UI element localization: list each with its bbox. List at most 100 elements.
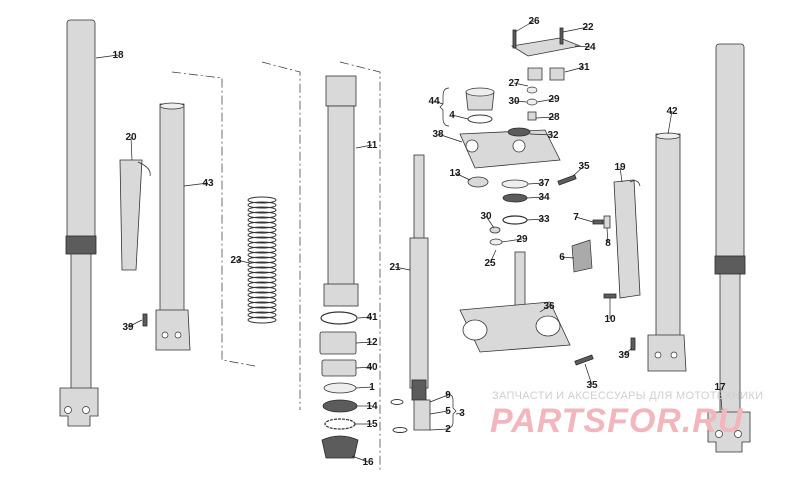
spring-coil — [247, 276, 277, 284]
assembly-line-2 — [261, 61, 301, 410]
washer-29b — [489, 238, 503, 246]
leader-line-p9 — [429, 394, 449, 403]
part-label-p44: 44 — [428, 96, 440, 107]
part-label-p20: 20 — [125, 132, 137, 143]
spring-coil — [247, 251, 277, 259]
spring-coil — [247, 206, 277, 214]
fork-guard-right — [613, 179, 641, 299]
part-label-p21: 21 — [389, 262, 401, 273]
part-label-p36: 36 — [543, 301, 555, 312]
nut-30 — [489, 226, 501, 234]
leader-line-p35b — [584, 363, 593, 386]
part-label-p34: 34 — [538, 192, 550, 203]
part-label-p35b: 35 — [586, 380, 598, 391]
inner-tube-left — [155, 102, 191, 351]
spring-coil — [247, 201, 277, 209]
part-label-p31: 31 — [578, 62, 590, 73]
leader-line-p3 — [455, 412, 463, 415]
part-label-p23: 23 — [230, 255, 242, 266]
part-label-p15: 15 — [366, 419, 378, 430]
leader-line-p28 — [535, 116, 555, 119]
bracket-44 — [439, 87, 450, 127]
spring-coil — [247, 256, 277, 264]
part-label-p29a: 29 — [548, 94, 560, 105]
spring-coil — [247, 216, 277, 224]
leader-line-p12 — [355, 341, 373, 344]
part-label-p33: 33 — [538, 214, 550, 225]
part-label-p38: 38 — [432, 129, 444, 140]
spring-coil — [247, 196, 277, 204]
leader-line-p43 — [183, 182, 209, 187]
handlebar-clamp — [507, 27, 582, 137]
part-label-p39b: 39 — [618, 350, 630, 361]
part-label-p30b: 30 — [480, 211, 492, 222]
part-label-p14: 14 — [366, 401, 378, 412]
leader-line-p1 — [355, 386, 373, 389]
part-label-p5: 5 — [445, 406, 451, 417]
leader-line-p33 — [526, 218, 545, 221]
washer-33 — [502, 215, 528, 225]
part-label-p16: 16 — [362, 457, 374, 468]
fork-spring — [247, 196, 277, 324]
part-label-p30a: 30 — [508, 96, 520, 107]
fork-leg-right — [707, 43, 751, 453]
part-label-p24: 24 — [584, 42, 596, 53]
damper-rod — [409, 154, 429, 401]
watermark-logo: PARTSFOR.RU — [490, 402, 744, 440]
part-label-p29b: 29 — [516, 234, 528, 245]
part-label-p11: 11 — [367, 140, 378, 151]
bolt-39a — [142, 313, 148, 327]
washer-1 — [323, 382, 357, 394]
ring-15 — [324, 418, 356, 430]
fork-leg-left — [59, 19, 99, 427]
leader-lines — [95, 20, 723, 463]
bushing-40 — [321, 359, 357, 377]
washer-13 — [467, 176, 489, 188]
part-label-p12: 12 — [366, 337, 378, 348]
leader-line-p32 — [529, 133, 554, 136]
spring-coil — [247, 286, 277, 294]
spring-coil — [247, 311, 277, 319]
leader-line-p23 — [235, 259, 251, 264]
part-label-p27: 27 — [508, 78, 520, 89]
spring-coil — [247, 231, 277, 239]
part-label-p9: 9 — [445, 390, 451, 401]
leader-line-p6 — [561, 256, 575, 259]
valve-assembly — [390, 399, 431, 433]
part-label-p10: 10 — [604, 314, 616, 325]
leader-line-p20 — [130, 136, 133, 161]
leader-line-p4 — [451, 114, 469, 120]
assembly-line-1 — [171, 71, 256, 367]
leader-line-p19 — [619, 166, 623, 183]
leader-line-p13 — [454, 172, 471, 181]
spring-coil — [247, 266, 277, 274]
leader-line-p39b — [623, 347, 633, 356]
part-labels: 1234567891011121314151617181920212223242… — [112, 16, 726, 468]
spring-coil — [247, 261, 277, 269]
spring-coil — [247, 271, 277, 279]
part-label-p43: 43 — [202, 178, 214, 189]
part-label-p22: 22 — [582, 22, 594, 33]
watermark-subtitle: ЗАПЧАСТИ И АКСЕССУАРЫ ДЛЯ МОТОТЕХНИКИ — [492, 390, 764, 402]
part-label-p26: 26 — [528, 16, 540, 27]
leader-line-p38 — [437, 133, 463, 143]
o-ring-4 — [467, 114, 493, 124]
leader-line-p41 — [357, 316, 373, 319]
screw-7 — [592, 219, 604, 225]
spring-coil — [247, 211, 277, 219]
leader-line-p17 — [719, 386, 723, 411]
spring-coil — [247, 241, 277, 249]
lower-triple-clamp — [459, 251, 571, 353]
leader-line-p34 — [526, 196, 545, 199]
washer-37 — [501, 179, 529, 189]
part-label-p35a: 35 — [578, 161, 590, 172]
screw-10 — [603, 293, 617, 299]
part-label-p7: 7 — [573, 212, 579, 223]
leader-line-p7 — [575, 216, 594, 223]
leader-line-p8 — [606, 227, 609, 244]
leader-line-p18 — [95, 54, 119, 59]
leader-line-p11 — [355, 144, 373, 149]
leader-line-p26 — [514, 20, 535, 33]
